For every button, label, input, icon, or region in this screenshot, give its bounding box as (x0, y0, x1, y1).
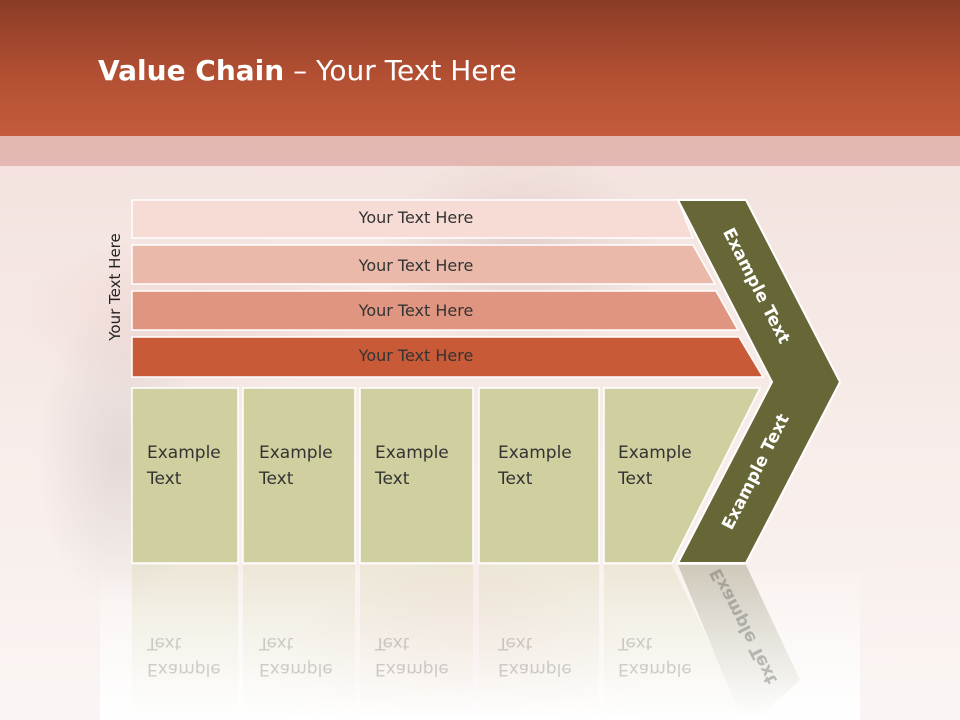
column-label-1-line2: Text (147, 469, 182, 489)
slide-title[interactable]: Value Chain – Your Text Here (98, 54, 517, 87)
column-label-5-line2: Text (618, 469, 653, 489)
row-band-3[interactable] (131, 290, 740, 331)
column-label-4-line2: Text (498, 469, 533, 489)
chevron-arrow[interactable] (676, 199, 842, 564)
column-box-1[interactable] (131, 387, 239, 564)
column-label-3-line2: Text (375, 469, 410, 489)
header-bar (0, 0, 960, 136)
column-label-5-reflection: Example Text (618, 630, 714, 682)
column-label-1-line1: Example (147, 443, 221, 463)
row-label-2[interactable]: Your Text Here (358, 256, 474, 275)
reflection-3-line2: Text (375, 633, 410, 653)
row-label-3[interactable]: Your Text Here (358, 301, 474, 320)
row-band-4[interactable] (131, 336, 765, 378)
title-bold: Value Chain (98, 54, 285, 87)
column-label-3-line1: Example (375, 443, 449, 463)
column-label-2-reflection: Example Text (259, 630, 355, 682)
column-label-2-line1: Example (259, 443, 333, 463)
row-band-2[interactable] (131, 244, 717, 285)
column-label-4-line1: Example (498, 443, 572, 463)
column-box-4[interactable] (478, 387, 600, 564)
column-label-2-line2: Text (259, 469, 294, 489)
column-box-5[interactable] (603, 387, 762, 564)
reflection-2-line2: Text (259, 633, 294, 653)
column-label-5-line1: Example (618, 443, 692, 463)
column-label-3-reflection: Example Text (375, 630, 471, 682)
reflection-4-line1: Example (498, 659, 572, 679)
reflection-1-line1: Example (147, 659, 221, 679)
reflection-fade (100, 565, 860, 720)
reflection-5-line2: Text (618, 633, 653, 653)
reflection-2-line1: Example (259, 659, 333, 679)
reflection-4-line2: Text (498, 633, 533, 653)
reflection-1-line2: Text (147, 633, 182, 653)
row-band-1[interactable] (131, 199, 695, 239)
row-label-1[interactable]: Your Text Here (358, 208, 474, 227)
side-label[interactable]: Your Text Here (106, 233, 124, 341)
column-label-1-reflection: Example Text (147, 630, 243, 682)
row-label-4[interactable]: Your Text Here (358, 346, 474, 365)
column-box-2[interactable] (242, 387, 356, 564)
title-rest: – Your Text Here (284, 54, 517, 87)
column-label-4-reflection: Example Text (498, 630, 594, 682)
reflection-3-line1: Example (375, 659, 449, 679)
column-box-3[interactable] (359, 387, 474, 564)
reflection-5-line1: Example (618, 659, 692, 679)
header-band (0, 136, 960, 166)
